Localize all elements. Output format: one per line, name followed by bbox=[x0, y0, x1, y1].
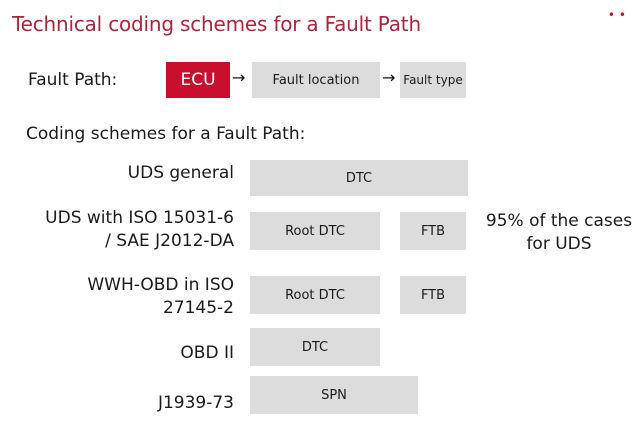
dtc-box: DTC bbox=[250, 328, 380, 366]
scheme-label-wwh-obd: WWH-OBD in ISO 27145-2 bbox=[87, 274, 234, 320]
section-title: Coding schemes for a Fault Path: bbox=[26, 124, 306, 144]
spn-box: SPN bbox=[250, 376, 418, 414]
scheme-label-uds-iso: UDS with ISO 15031-6 / SAE J2012-DA bbox=[45, 207, 234, 253]
scheme-label-obd-ii: OBD II bbox=[180, 343, 234, 363]
dtc-box: DTC bbox=[250, 160, 468, 196]
ftb-box: FTB bbox=[400, 212, 466, 250]
scheme-label-line: UDS with ISO 15031-6 bbox=[45, 208, 234, 228]
scheme-label-uds-general: UDS general bbox=[127, 163, 234, 183]
note-line: for UDS bbox=[526, 234, 592, 254]
scheme-label-j1939: J1939-73 bbox=[157, 393, 234, 413]
fault-location-box: Fault location bbox=[252, 62, 380, 98]
ecu-box: ECU bbox=[166, 62, 230, 98]
note-line: 95% of the cases bbox=[485, 211, 633, 231]
slide-title: Technical coding schemes for a Fault Pat… bbox=[12, 12, 421, 36]
arrow-right-icon: → bbox=[232, 68, 246, 87]
scheme-label-line: / SAE J2012-DA bbox=[105, 231, 234, 251]
ftb-box: FTB bbox=[400, 276, 466, 314]
root-dtc-box: Root DTC bbox=[250, 276, 380, 314]
fault-type-box: Fault type bbox=[400, 62, 466, 98]
root-dtc-box: Root DTC bbox=[250, 212, 380, 250]
scheme-label-line: WWH-OBD in ISO bbox=[87, 275, 234, 295]
arrow-right-icon: → bbox=[382, 68, 396, 87]
scheme-label-line: 27145-2 bbox=[162, 298, 234, 318]
uds-note: 95% of the cases for UDS bbox=[478, 210, 640, 256]
fault-path-label: Fault Path: bbox=[28, 70, 118, 90]
corner-logo-mark: •• bbox=[607, 8, 630, 22]
